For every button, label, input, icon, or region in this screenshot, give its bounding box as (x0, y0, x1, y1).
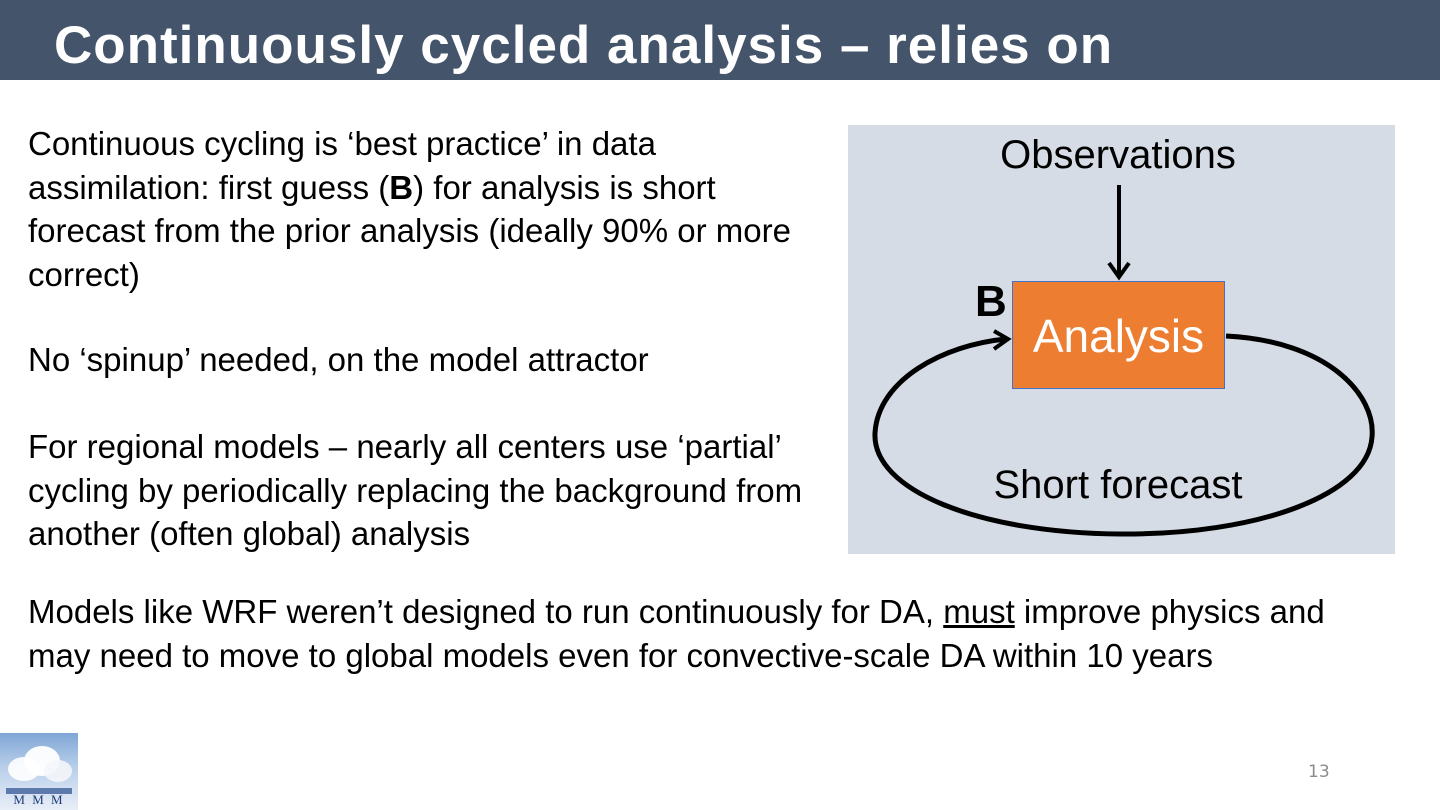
paragraph-wrf: Models like WRF weren’t designed to run … (28, 590, 1328, 678)
analysis-label: Analysis (1032, 310, 1205, 362)
paragraph-cycling-text-1: Continuous cycling is ‘best practice’ in… (28, 125, 656, 206)
cloud-icon (6, 746, 72, 794)
cycle-loop-arrow (872, 333, 1375, 537)
title-bar: Continuously cycled analysis – relies on (0, 0, 1440, 80)
background-b-label: B (975, 277, 1007, 326)
logo-text: M M M (13, 792, 65, 807)
analysis-box: Analysis (1012, 281, 1225, 389)
cycle-loop-arrowhead (992, 329, 1012, 351)
paragraph-regional: For regional models – nearly all centers… (28, 428, 803, 552)
observations-arrowhead (1107, 261, 1131, 281)
cycle-diagram-arrows (872, 185, 1375, 537)
cycle-diagram: Observations B Analysis Short forecast (848, 125, 1395, 554)
paragraph-wrf-underlined: must (943, 593, 1015, 630)
mmm-laboratory-logo: M M M (0, 733, 78, 810)
slide-title: Continuously cycled analysis – relies on (54, 16, 1114, 75)
observations-label: Observations (1000, 133, 1236, 177)
paragraph-wrf-text-2: improve physics and may need to move to … (28, 593, 1325, 674)
paragraph-wrf-text-1: Models like WRF weren’t designed to run … (28, 593, 944, 630)
paragraph-cycling-text-2: ) for analysis is short forecast from th… (28, 168, 791, 293)
short-forecast-label: Short forecast (993, 463, 1243, 507)
paragraph-cycling: Continuous cycling is ‘best practice’ in… (28, 122, 818, 296)
paragraph-spinup: No ‘spinup’ needed, on the model attract… (28, 341, 649, 378)
paragraph-cycling-bold-b: B (389, 168, 414, 206)
page-number: 13 (1308, 762, 1330, 782)
